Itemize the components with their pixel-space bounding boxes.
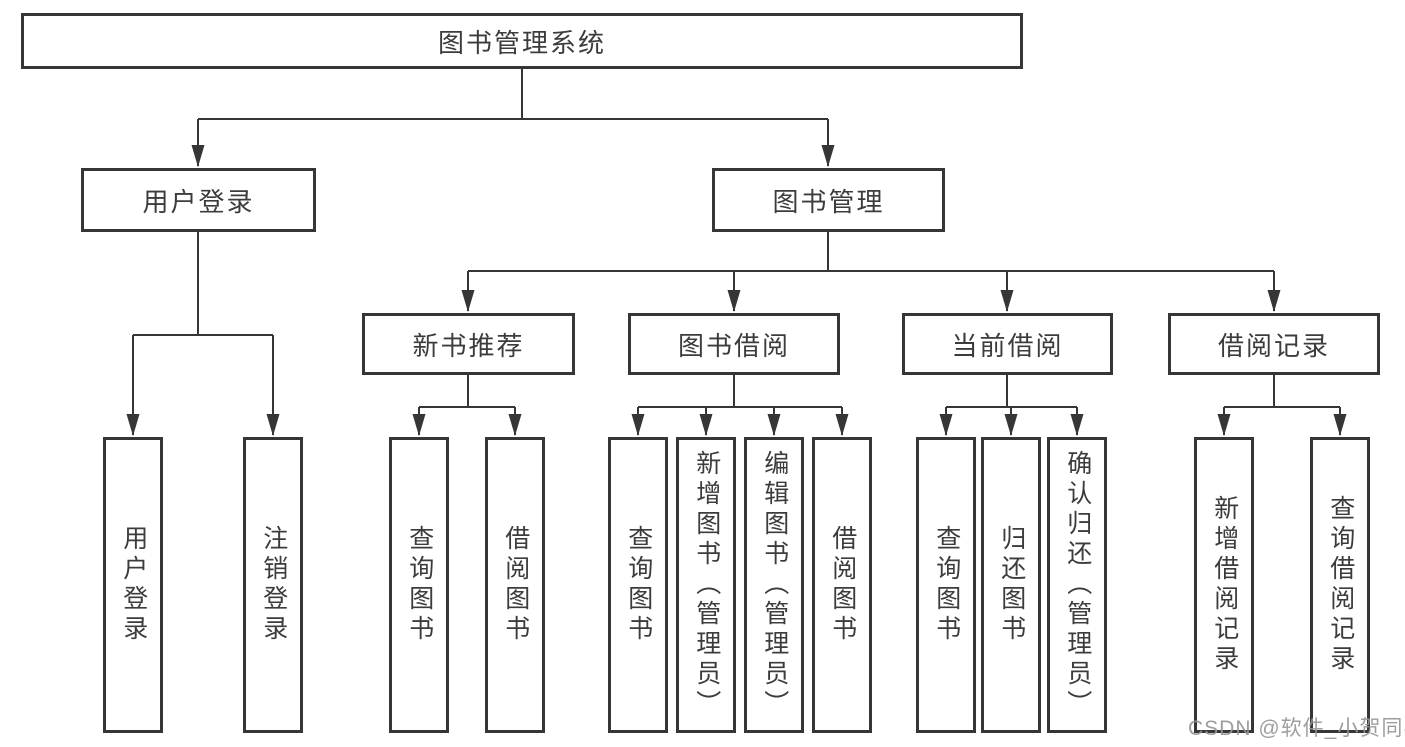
leaf-return-books: 归还图书 (981, 437, 1041, 733)
leaf-label: 新增借阅记录 (1210, 495, 1239, 675)
leaf-edit-books-admin: 编辑图书（管理员） (744, 437, 804, 733)
leaf-borrow-books-recommendation: 借阅图书 (485, 437, 545, 733)
node-label: 用户登录 (142, 186, 255, 217)
watermark: CSDN @软件_小贺同学 (1188, 717, 1405, 740)
node-label: 当前借阅 (951, 330, 1064, 361)
node-label: 图书借阅 (677, 330, 790, 361)
leaf-add-books-admin: 新增图书（管理员） (676, 437, 736, 733)
leaf-label: 编辑图书（管理员） (760, 450, 789, 720)
node-user-login: 用户登录 (81, 168, 316, 232)
leaf-label: 归还图书 (997, 525, 1026, 645)
node-label: 图书管理系统 (437, 27, 606, 58)
node-current-borrowing: 当前借阅 (902, 313, 1113, 375)
leaf-user-login: 用户登录 (103, 437, 163, 733)
leaf-borrow-books-borrowing: 借阅图书 (812, 437, 872, 733)
leaf-query-books-current: 查询图书 (916, 437, 976, 733)
leaf-label: 借阅图书 (828, 525, 857, 645)
leaf-label: 查询图书 (624, 525, 653, 645)
leaf-label: 新增图书（管理员） (692, 450, 721, 720)
leaf-label: 借阅图书 (501, 525, 530, 645)
leaf-label: 查询图书 (932, 525, 961, 645)
leaf-label: 查询图书 (405, 525, 434, 645)
leaf-label: 确认归还（管理员） (1063, 450, 1092, 720)
leaf-query-books-recommendation: 查询图书 (389, 437, 449, 733)
node-borrowing-records: 借阅记录 (1168, 313, 1380, 375)
leaf-logout: 注销登录 (243, 437, 303, 733)
leaf-label: 查询借阅记录 (1326, 495, 1355, 675)
node-label: 新书推荐 (412, 330, 525, 361)
node-book-borrowing: 图书借阅 (628, 313, 840, 375)
leaf-label: 注销登录 (259, 525, 288, 645)
node-label: 借阅记录 (1217, 330, 1330, 361)
node-book-management: 图书管理 (712, 168, 945, 232)
leaf-query-borrow-record: 查询借阅记录 (1310, 437, 1370, 733)
node-new-book-recommendation: 新书推荐 (362, 313, 575, 375)
node-label: 图书管理 (772, 186, 885, 217)
leaf-label: 用户登录 (119, 525, 148, 645)
leaf-confirm-return-admin: 确认归还（管理员） (1047, 437, 1107, 733)
node-library-system: 图书管理系统 (21, 13, 1023, 69)
leaf-add-borrow-record: 新增借阅记录 (1194, 437, 1254, 733)
leaf-query-books-borrowing: 查询图书 (608, 437, 668, 733)
